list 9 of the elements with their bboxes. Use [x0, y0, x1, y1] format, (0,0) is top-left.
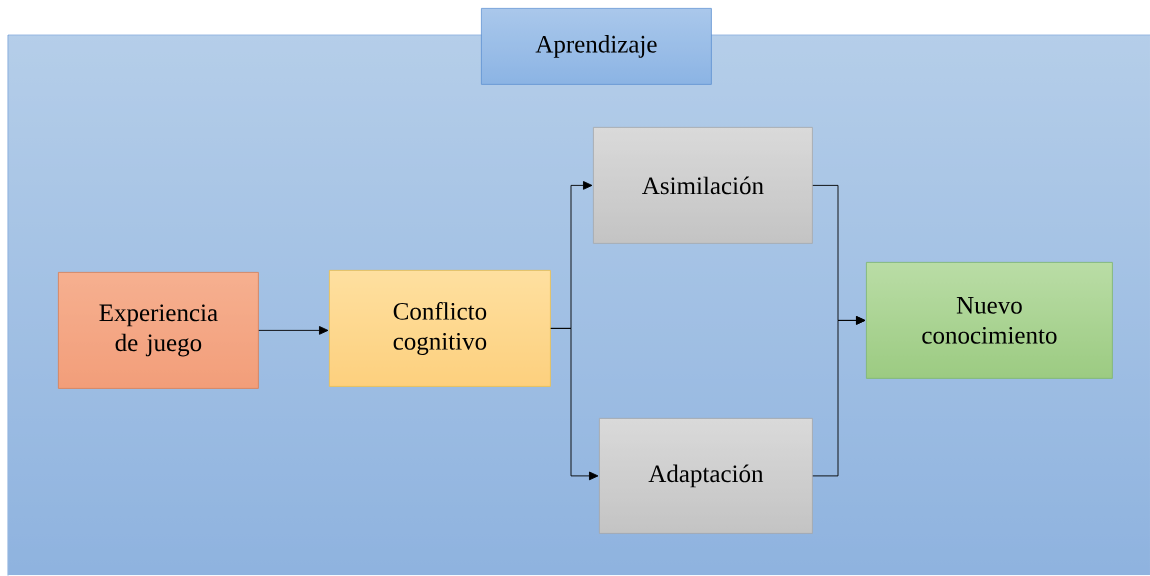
process-box: Adaptación: [599, 418, 813, 534]
process-box: Asimilación: [593, 127, 813, 244]
arrow: [258, 326, 329, 335]
arrow: [812, 316, 866, 477]
process-box: Conflicto cognitivo: [329, 270, 551, 387]
process-box: Experiencia de juego: [58, 272, 259, 389]
process-box: Nuevo conocimiento: [866, 262, 1113, 379]
panel-tab: Aprendizaje: [481, 8, 712, 85]
arrow: [550, 327, 599, 481]
